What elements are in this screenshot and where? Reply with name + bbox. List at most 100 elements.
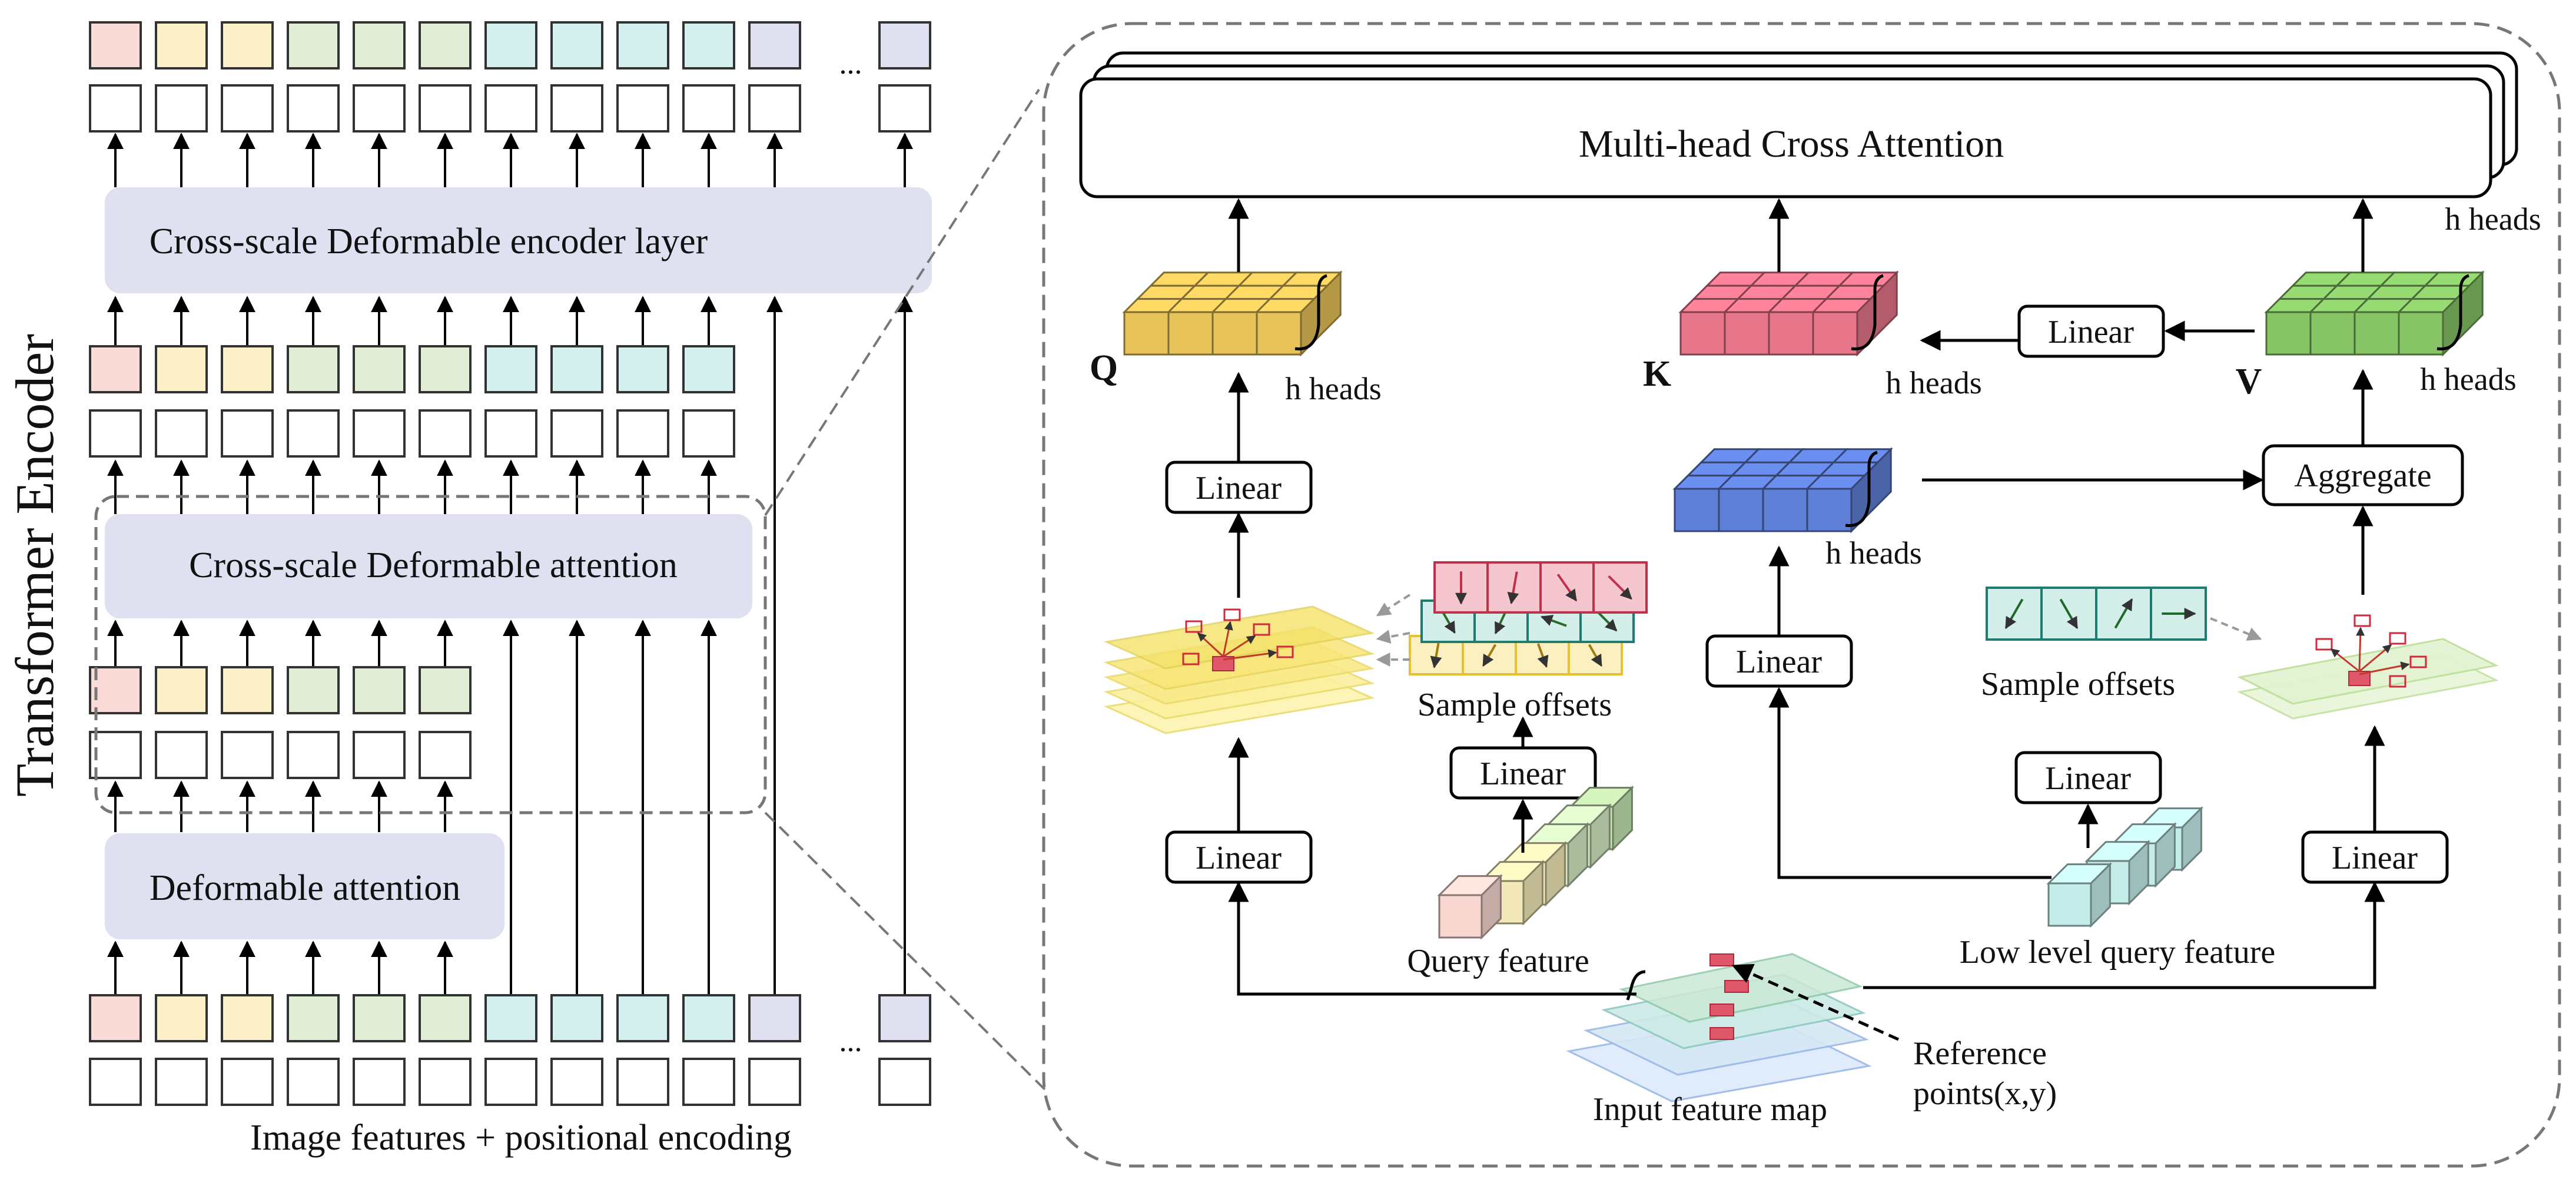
token-empty [287, 409, 340, 458]
encoder-layer-label: Cross-scale Deformable encoder layer [150, 221, 708, 261]
zoom-line-top [764, 88, 1040, 516]
offset-arrow [1430, 642, 1442, 668]
token-colored [287, 666, 340, 714]
token-empty [353, 409, 406, 458]
token-colored [550, 21, 603, 69]
token-colored [155, 994, 208, 1042]
detail-panel [1042, 22, 2561, 1168]
token-colored [155, 21, 208, 69]
q-tensor [1122, 270, 1343, 357]
token-empty [353, 1058, 406, 1106]
heads-brace [2436, 274, 2469, 350]
linear-box-kv [2017, 304, 2165, 358]
offset-arrow [1588, 644, 1603, 667]
token-empty [484, 1058, 537, 1106]
encoder-layer-box [105, 187, 932, 293]
ellipsis-bottom: ... [839, 1025, 862, 1058]
token-colored [419, 345, 472, 393]
sample-offsets-left [1409, 561, 1648, 675]
linear-label-right-input: Linear [2332, 840, 2418, 876]
token-colored [682, 345, 735, 393]
cube-face [1300, 270, 1342, 357]
offset-arrow [1556, 574, 1578, 602]
offset-arrow-2 [1376, 630, 1410, 644]
token-empty [682, 409, 735, 458]
cube-face [1167, 311, 1214, 356]
token-empty [419, 731, 472, 779]
offset-arrow [1596, 611, 1618, 632]
ellipsis-top: ... [839, 47, 862, 81]
bottom-caption: Image features + positional encoding [250, 1118, 792, 1158]
sample-offsets-right-label: Sample offsets [1981, 666, 2175, 703]
heads-brace [1294, 274, 1327, 350]
linear-box-offsets-right [2014, 751, 2162, 804]
token-colored [353, 994, 406, 1042]
offset-arrow [1541, 615, 1567, 627]
token-empty [353, 84, 406, 133]
token-colored [682, 994, 735, 1042]
offset-arrow [2004, 598, 2024, 630]
mhca-label: Multi-head Cross Attention [1579, 122, 2004, 165]
token-empty [616, 84, 669, 133]
token-colored [682, 21, 735, 69]
cube-face [1856, 270, 1898, 357]
offset-arrow [1608, 575, 1632, 600]
token-colored [89, 21, 142, 69]
token-colored [221, 666, 274, 714]
reference-points-label-1: Reference [1913, 1035, 2047, 1072]
token-colored [419, 21, 472, 69]
token-empty [616, 409, 669, 458]
token-empty [484, 84, 537, 133]
token-empty [89, 409, 142, 458]
token-colored [155, 345, 208, 393]
token-colored [89, 345, 142, 393]
cube-face [1812, 311, 1858, 356]
token-row-middle [89, 345, 735, 458]
token-colored [616, 345, 669, 393]
cube-face [1674, 488, 1720, 532]
offset-arrow-right [2210, 617, 2262, 641]
offset-arrow [2114, 598, 2133, 629]
token-empty [89, 1058, 142, 1106]
linear-label-value: Linear [1736, 644, 1822, 680]
token-empty [682, 1058, 735, 1106]
token-colored [484, 994, 537, 1042]
low-level-query-cubes [2046, 806, 2204, 928]
token-colored [89, 666, 142, 714]
encoder-arrows [107, 133, 913, 994]
low-level-query-label: Low level query feature [1960, 934, 2275, 971]
token-colored [484, 345, 537, 393]
token-colored [484, 21, 537, 69]
deformable-attention-box [105, 833, 504, 939]
token-empty [221, 1058, 274, 1106]
token-colored [287, 994, 340, 1042]
offset-arrow [1440, 609, 1456, 634]
token-colored [878, 21, 931, 69]
offset-arrow [1537, 643, 1549, 668]
token-empty [878, 1058, 931, 1106]
zoom-line-bottom [764, 812, 1049, 1094]
cube-face [2353, 311, 2400, 356]
heads-brace [1851, 274, 1884, 350]
token-empty [484, 409, 537, 458]
sample-offsets-left-label: Sample offsets [1418, 687, 1612, 723]
k-tensor [1678, 270, 1899, 357]
token-colored [353, 666, 406, 714]
token-colored [550, 994, 603, 1042]
token-row-top [89, 21, 931, 133]
cube-face [1850, 447, 1892, 534]
value-feature-plane [2237, 614, 2499, 720]
token-empty [89, 731, 142, 779]
query-feature-planes [1103, 605, 1375, 734]
token-empty [878, 84, 931, 133]
token-colored [878, 994, 931, 1042]
token-colored [221, 994, 274, 1042]
input-feature-map-label: Input feature map [1593, 1091, 1827, 1128]
token-empty [419, 1058, 472, 1106]
token-empty [748, 1058, 801, 1106]
token-empty [550, 409, 603, 458]
token-colored [287, 345, 340, 393]
token-empty [155, 84, 208, 133]
cube-face [1718, 488, 1764, 532]
